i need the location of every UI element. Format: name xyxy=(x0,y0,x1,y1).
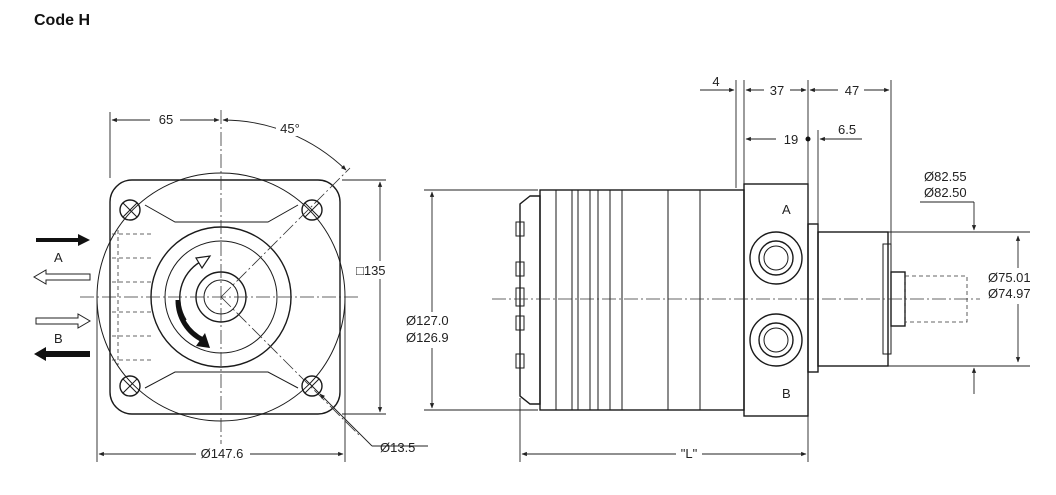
port-housing xyxy=(743,183,809,417)
page-title: Code H xyxy=(34,12,90,29)
hidden-port-lines xyxy=(112,230,152,365)
flange-side xyxy=(807,223,819,373)
flange-cutout-top xyxy=(144,204,299,223)
dim-length-label: "L" xyxy=(681,446,698,461)
dim-4-label: 4 xyxy=(712,74,719,89)
mounting-holes xyxy=(119,199,323,397)
dim-6-5-label: 6.5 xyxy=(838,122,856,137)
side-view: A B 4 37 47 19 6.5 xyxy=(402,74,1052,462)
shaft-max-label: Ø75.01 xyxy=(988,270,1031,285)
dim-hole-label: Ø13.5 xyxy=(380,440,415,455)
pilot-min-label: Ø82.50 xyxy=(924,185,967,200)
rotation-arrow-cw xyxy=(175,299,205,343)
body-min-label: Ø126.9 xyxy=(406,330,449,345)
dim-37-label: 37 xyxy=(770,83,784,98)
flange-cutout-bottom xyxy=(144,371,299,389)
dim-19-label: 19 xyxy=(784,132,798,147)
side-port-b: B xyxy=(782,386,791,401)
front-port-a: A xyxy=(54,250,63,265)
body-segments xyxy=(555,190,701,410)
end-cap xyxy=(519,195,541,405)
dim-diameter-label: Ø147.6 xyxy=(201,446,244,461)
diagonal-centerline xyxy=(220,167,351,298)
port-a-boss xyxy=(749,231,803,285)
body-max-label: Ø127.0 xyxy=(406,313,449,328)
rotation-arrow-ccw xyxy=(179,261,201,321)
port-b-arrows xyxy=(34,313,91,361)
side-port-a: A xyxy=(782,202,791,217)
pilot-max-label: Ø82.55 xyxy=(924,169,967,184)
dim-45-label: 45° xyxy=(280,121,300,136)
dim-47-label: 47 xyxy=(845,83,859,98)
front-port-b: B xyxy=(54,331,63,346)
front-view: 65 45° □135 Ø147.6 Ø13.5 A B xyxy=(33,110,428,462)
motor-body xyxy=(539,189,745,411)
port-b-boss xyxy=(749,313,803,367)
dim-65-label: 65 xyxy=(159,112,173,127)
shaft-min-label: Ø74.97 xyxy=(988,286,1031,301)
dim-square-label: □135 xyxy=(356,263,386,278)
port-a-arrows xyxy=(33,234,91,285)
